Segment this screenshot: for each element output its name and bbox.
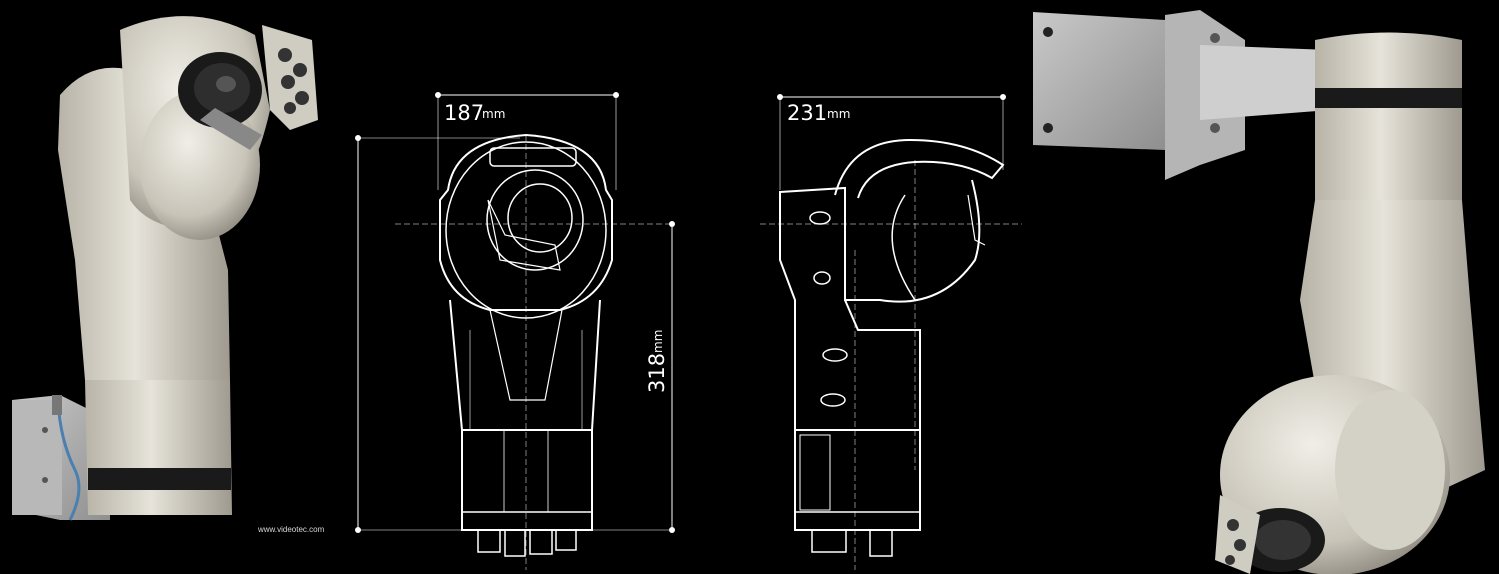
dim-side-width: 231 mm (787, 101, 850, 125)
dim-height-value: 318 (645, 353, 669, 393)
dim-height-unit: mm (651, 330, 665, 353)
brand-url: www.videotec.com (257, 525, 325, 534)
dim-front-width: 187 mm (444, 101, 505, 125)
front-view-drawing (355, 92, 675, 570)
side-view-drawing (760, 94, 1022, 570)
ptz-camera-photo-left (12, 16, 318, 521)
dim-side-width-value: 231 (787, 101, 827, 125)
dim-front-width-value: 187 (444, 101, 484, 125)
dim-height: 318 mm (645, 330, 669, 393)
dim-front-width-unit: mm (482, 107, 505, 121)
ptz-camera-photo-right (1033, 10, 1485, 574)
dim-side-width-unit: mm (827, 107, 850, 121)
